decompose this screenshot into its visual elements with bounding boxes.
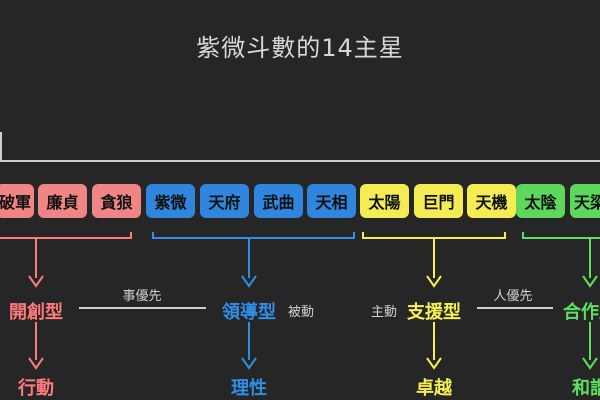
star-tianxiang: 天相 (307, 184, 356, 218)
outcome-yellow: 卓越 (416, 378, 452, 399)
outcome-red: 行動 (18, 378, 54, 399)
star-taiyin: 太陰 (516, 184, 565, 218)
outcome-blue: 理性 (231, 378, 267, 399)
star-tanlang: 貪狼 (92, 184, 141, 218)
connector-text-right: 人優先 (493, 289, 533, 304)
arrow-red-2-head (28, 357, 44, 370)
arrow-yellow-2-head (426, 357, 442, 370)
outcome-green: 和諧 (572, 378, 600, 399)
arrow-blue-2-head (241, 357, 257, 370)
bracket-green (522, 232, 600, 239)
type-label-blue: 領導型 (222, 302, 276, 323)
star-tianji: 天機 (467, 184, 516, 218)
type-label-red: 開創型 (9, 302, 63, 323)
arrow-yellow-1-head (426, 275, 442, 288)
bracket-yellow (362, 232, 506, 239)
connector-text-left: 事優先 (122, 289, 162, 304)
star-taiyang: 太陽 (360, 184, 409, 218)
arrow-red-1-head (28, 275, 44, 288)
star-ziwei: 紫微 (146, 184, 195, 218)
star-jumen: 巨門 (414, 184, 463, 218)
arrow-green-1-head (582, 275, 598, 288)
arrow-blue-1-head (241, 275, 257, 288)
type-label-green: 合作型 (563, 302, 600, 323)
bracket-blue (152, 232, 355, 239)
star-tianfu: 天府 (200, 184, 249, 218)
star-pojun: 破軍 (0, 184, 34, 218)
connector-text-blue-side: 被動 (287, 305, 315, 320)
star-lianzhen: 廉貞 (38, 184, 87, 218)
top-bracket-line (0, 160, 600, 162)
type-label-yellow: 支援型 (407, 302, 461, 323)
bracket-red (0, 232, 132, 239)
star-tianliang: 天梁 (570, 184, 600, 218)
star-wuqu: 武曲 (254, 184, 303, 218)
arrow-green-2-head (582, 357, 598, 370)
top-bracket-left-tick (0, 132, 2, 162)
connector-text-yellow-side: 主動 (370, 305, 398, 320)
diagram-title: 紫微斗數的14主星 (196, 34, 404, 62)
